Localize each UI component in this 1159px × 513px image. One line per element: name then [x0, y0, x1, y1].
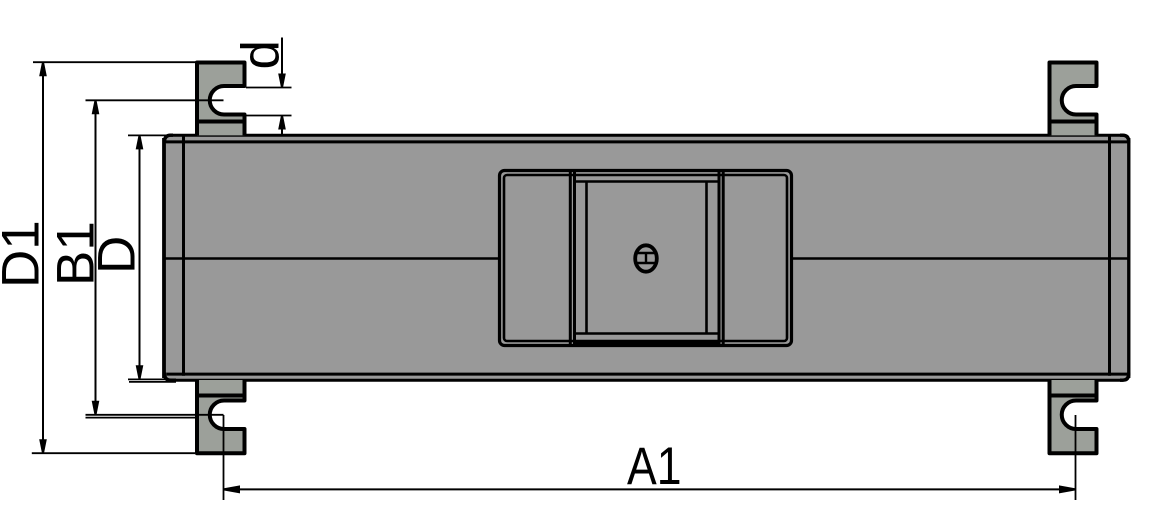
svg-text:A1: A1	[627, 437, 682, 496]
svg-text:B1: B1	[47, 221, 106, 286]
svg-text:D: D	[88, 236, 147, 274]
svg-text:d: d	[231, 40, 290, 69]
svg-text:D1: D1	[0, 220, 51, 288]
